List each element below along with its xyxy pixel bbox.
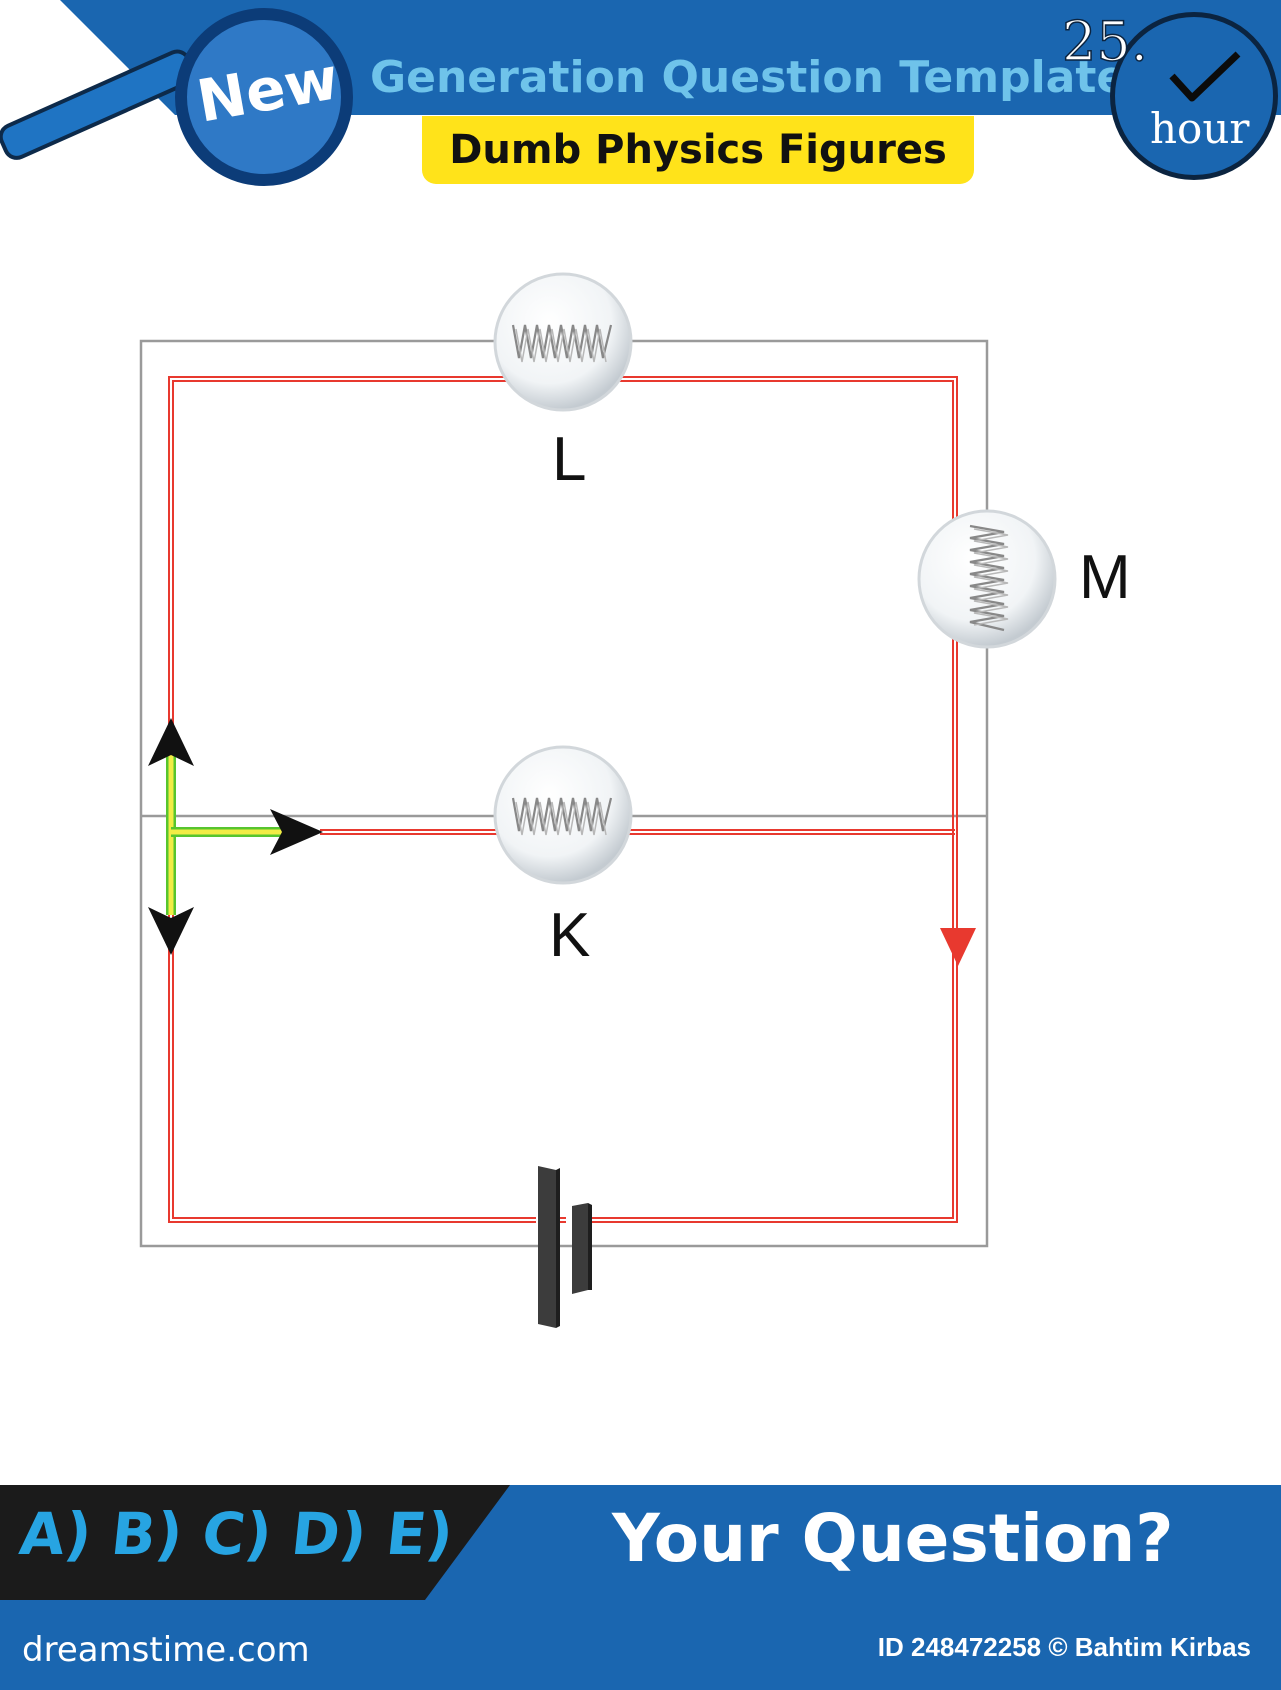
arrow-down <box>148 907 194 955</box>
page-title: Generation Question Template <box>370 52 1127 103</box>
circuit-diagram <box>139 272 1057 1328</box>
checkmark-icon <box>1169 51 1241 102</box>
bulb-label-m: M <box>1079 543 1131 612</box>
clock-number: 25. <box>1061 9 1148 74</box>
bulb-label-k: K <box>549 901 591 970</box>
credit-bar <box>0 1600 1281 1690</box>
question-prompt: Your Question? <box>612 1500 1174 1577</box>
site-logo: dreamstime.com <box>22 1630 310 1670</box>
answer-options: A) B) C) D) E) <box>16 1500 457 1568</box>
arrow-up <box>148 718 194 766</box>
bulb-label-l: L <box>552 425 587 494</box>
answer-panel <box>0 1485 510 1600</box>
bulb-m <box>917 509 1057 649</box>
bulb-l <box>493 272 633 412</box>
image-credit: ID 248472258 © Bahtim Kirbas <box>877 1632 1251 1662</box>
bulb-k <box>493 745 633 885</box>
subtitle-badge: Dumb Physics Figures <box>422 116 974 184</box>
current-arrow <box>940 928 976 966</box>
battery-icon <box>536 1166 592 1328</box>
arrow-right <box>270 809 323 855</box>
clock-unit: hour <box>1150 104 1250 153</box>
junction-highlight <box>166 750 285 915</box>
